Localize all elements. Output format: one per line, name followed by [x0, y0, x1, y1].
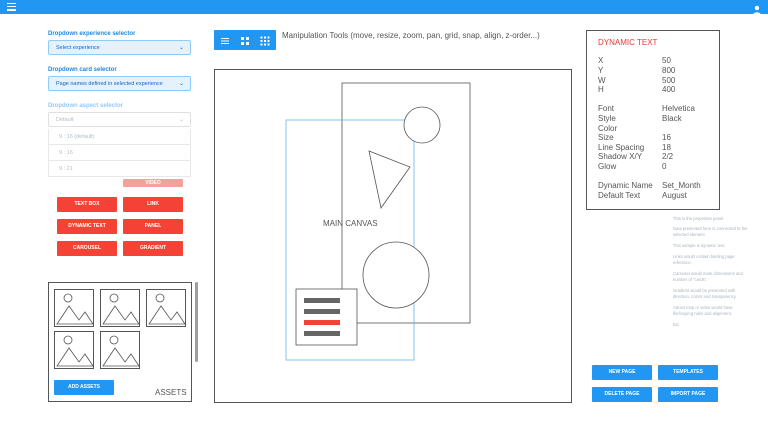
image-placeholder-icon	[102, 335, 140, 367]
carousel-button[interactable]: CAROUSEL	[57, 241, 117, 256]
prop-h-label: H	[598, 85, 604, 94]
asset-thumbnail[interactable]	[54, 331, 94, 369]
main-canvas-label: MAIN CANVAS	[323, 219, 378, 228]
text-line	[304, 298, 340, 303]
experience-selector-label: Dropdown experience selector	[48, 31, 136, 37]
text-line	[304, 331, 340, 336]
properties-note: This sample is dynamic text.	[673, 243, 726, 248]
delete-page-button[interactable]: DELETE PAGE	[592, 387, 652, 402]
prop-x-label: X	[598, 56, 604, 65]
templates-button[interactable]: TEMPLATES	[658, 365, 718, 380]
aspect-selector-value: Default	[56, 117, 74, 123]
add-assets-button[interactable]: ADD ASSETS	[54, 380, 114, 395]
circle-shape	[403, 106, 441, 144]
card-selector[interactable]: Page names defined in selected experienc…	[48, 76, 191, 91]
chevron-down-icon: ⌄	[178, 81, 184, 87]
experience-selector-value: Select experience	[56, 45, 100, 51]
user-account-icon[interactable]	[752, 2, 762, 15]
prop-font-value[interactable]: Helvetica	[662, 104, 695, 113]
prop-shadow-value[interactable]: 2/2	[662, 152, 674, 161]
card-selector-label: Dropdown card selector	[48, 67, 117, 73]
properties-note: Data presented here is connected to the …	[673, 226, 748, 237]
prop-style-label: Style	[598, 114, 616, 123]
prop-glow-value[interactable]: 0	[662, 162, 667, 171]
properties-note: This is the properties panel.	[673, 216, 725, 221]
prop-w-value[interactable]: 500	[662, 76, 676, 85]
prop-font-label: Font	[598, 104, 615, 113]
prop-line-spacing-value[interactable]: 18	[662, 143, 671, 152]
aspect-option[interactable]: 9 : 16 (default)	[48, 129, 191, 145]
experience-selector[interactable]: Select experience ⌄	[48, 40, 191, 55]
link-button[interactable]: LINK	[123, 197, 183, 212]
aspect-selector-label: Dropdown aspect selector	[48, 103, 124, 109]
chevron-down-icon: ⌄	[178, 45, 184, 51]
triangle-shape	[368, 150, 411, 209]
hamburger-menu-icon[interactable]	[7, 3, 16, 11]
prop-y-label: Y	[598, 66, 604, 75]
chevron-down-icon: ⌄	[178, 117, 184, 123]
video-button[interactable]: VIDEO	[123, 179, 183, 187]
import-page-button[interactable]: IMPORT PAGE	[658, 387, 718, 402]
image-placeholder-icon	[56, 293, 94, 325]
list-view-icon[interactable]	[219, 34, 231, 46]
text-box-button[interactable]: TEXT BOX	[57, 197, 117, 212]
assets-scrollbar[interactable]	[195, 282, 198, 362]
prop-size-label: Size	[598, 133, 614, 142]
prop-line-spacing-label: Line Spacing	[598, 143, 645, 152]
properties-note: Links would contain binding page referen…	[673, 254, 735, 265]
asset-thumbnail[interactable]	[54, 289, 94, 327]
panel-button[interactable]: PANEL	[123, 219, 183, 234]
prop-default-text-value[interactable]: August	[662, 191, 687, 200]
dynamic-text-button[interactable]: DYNAMIC TEXT	[57, 219, 117, 234]
prop-dynamic-name-value[interactable]: Set_Month	[662, 181, 701, 190]
properties-note: Etc.	[673, 322, 681, 327]
properties-note: Carousel would mark dimensions and numbe…	[673, 271, 743, 282]
properties-note: Gradient would be presented with directi…	[673, 288, 737, 299]
properties-title: DYNAMIC TEXT	[598, 38, 658, 47]
image-placeholder-icon	[102, 293, 140, 325]
prop-default-text-label: Default Text	[598, 191, 641, 200]
aspect-option[interactable]: 9 : 21	[48, 161, 191, 177]
prop-y-value[interactable]: 800	[662, 66, 676, 75]
prop-glow-label: Glow	[598, 162, 617, 171]
properties-note: Attract loop or video would have file/lo…	[673, 305, 733, 316]
aspect-selector[interactable]: Default ⌄	[48, 112, 191, 127]
prop-size-value[interactable]: 16	[662, 133, 671, 142]
top-app-bar	[0, 0, 768, 15]
grid-view-icon[interactable]	[259, 34, 271, 46]
image-placeholder-icon	[56, 335, 94, 367]
prop-dynamic-name-label: Dynamic Name	[598, 181, 653, 190]
selected-page-frame	[285, 119, 415, 361]
view-toolbar	[214, 30, 276, 50]
asset-thumbnail[interactable]	[100, 331, 140, 369]
gradient-button[interactable]: GRADIENT	[123, 241, 183, 256]
page-frame	[341, 82, 471, 324]
tree-view-icon[interactable]	[239, 34, 251, 46]
image-placeholder-icon	[148, 293, 186, 325]
asset-thumbnail[interactable]	[146, 289, 186, 327]
prop-color-label: Color	[598, 124, 618, 133]
prop-style-value[interactable]: Black	[662, 114, 682, 123]
prop-shadow-label: Shadow X/Y	[598, 152, 643, 161]
properties-panel	[586, 30, 720, 210]
new-page-button[interactable]: NEW PAGE	[592, 365, 652, 380]
highlighted-text-line	[304, 320, 340, 325]
card-selector-value: Page names defined in selected experienc…	[56, 81, 163, 87]
main-canvas[interactable]	[214, 69, 572, 403]
assets-label: ASSETS	[155, 388, 187, 397]
prop-w-label: W	[598, 76, 606, 85]
asset-thumbnail[interactable]	[100, 289, 140, 327]
aspect-option[interactable]: 9 : 16	[48, 145, 191, 161]
prop-h-value[interactable]: 400	[662, 85, 676, 94]
text-line	[304, 309, 340, 314]
manipulation-tools-caption: Manipulation Tools (move, resize, zoom, …	[282, 31, 540, 40]
assets-panel	[48, 282, 192, 402]
text-block-element	[295, 288, 358, 346]
prop-x-value[interactable]: 50	[662, 56, 671, 65]
large-circle-shape	[362, 241, 430, 309]
